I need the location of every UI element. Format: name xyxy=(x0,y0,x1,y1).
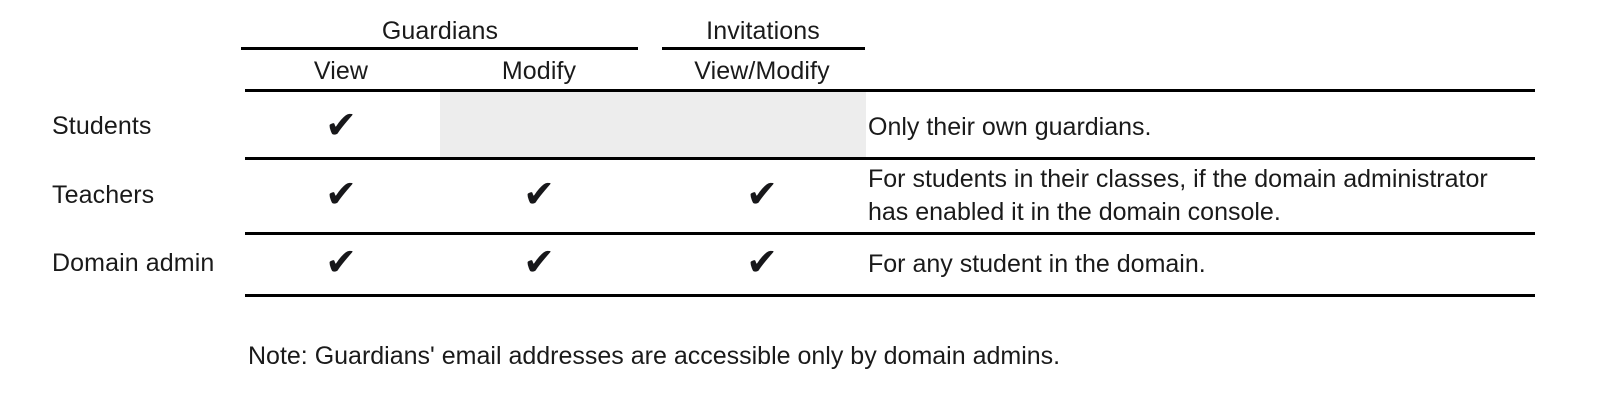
check-icon-teachers-guardians-modify: ✔ xyxy=(523,172,555,216)
column-header-invitations-view-modify: View/Modify xyxy=(694,57,830,85)
check-icon-students-guardians-view: ✔ xyxy=(325,103,357,147)
group-rule-invitations xyxy=(662,47,865,50)
row-label-domain-admin: Domain admin xyxy=(52,249,215,277)
column-header-guardians-modify: Modify xyxy=(501,57,577,85)
check-icon-teachers-invitations-view-modify: ✔ xyxy=(746,172,778,216)
row-rule-students xyxy=(245,157,1535,160)
row-description-students: Only their own guardians. xyxy=(868,113,1152,141)
check-icon-teachers-guardians-view: ✔ xyxy=(325,172,357,216)
group-header-invitations: Invitations xyxy=(706,17,820,45)
group-header-guardians: Guardians xyxy=(381,17,499,45)
row-description-domain-admin: For any student in the domain. xyxy=(868,250,1206,278)
check-icon-domain-admin-invitations-view-modify: ✔ xyxy=(746,240,778,284)
header-bottom-rule xyxy=(245,89,1535,92)
row-label-students: Students xyxy=(52,112,152,140)
table-footnote: Note: Guardians' email addresses are acc… xyxy=(248,342,1061,370)
group-rule-guardians xyxy=(241,47,638,50)
check-icon-domain-admin-guardians-view: ✔ xyxy=(325,240,357,284)
shaded-cell-students-unavailable xyxy=(440,92,866,157)
column-header-guardians-view: View xyxy=(313,57,369,85)
check-icon-domain-admin-guardians-modify: ✔ xyxy=(523,240,555,284)
row-rule-domain-admin xyxy=(245,294,1535,297)
row-description-teachers: For students in their classes, if the do… xyxy=(868,165,1488,226)
row-rule-teachers xyxy=(245,232,1535,235)
row-label-teachers: Teachers xyxy=(52,181,155,209)
